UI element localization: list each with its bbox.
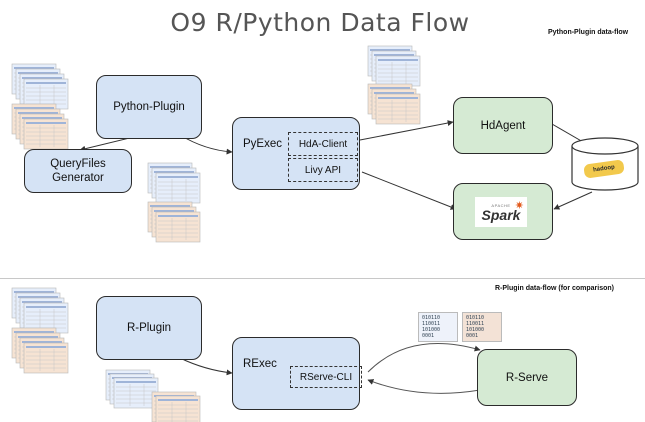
- arrow-livy-to-spark: [361, 171, 457, 210]
- spark-apache-text: APACHE: [491, 202, 511, 208]
- python-plugin-node[interactable]: Python-Plugin: [96, 75, 202, 139]
- sheet-stack-hdagent-blue: [367, 45, 421, 87]
- spark-logo: APACHE Spark ✷: [475, 197, 527, 227]
- pyexec-node[interactable]: PyExec: [232, 117, 360, 190]
- spark-logo-text: Spark: [481, 206, 521, 223]
- hdagent-label: HdAgent: [480, 119, 526, 132]
- sheet-stack-rexec-blue: [105, 369, 159, 409]
- r-dataflow-caption: R-Plugin data-flow (for comparison): [495, 285, 614, 292]
- hadoop-database-icon: [571, 137, 639, 191]
- rexec-label: RExec: [243, 358, 277, 370]
- hdagent-node[interactable]: HdAgent: [453, 97, 553, 154]
- sheet-stack-r-blue: [11, 287, 69, 334]
- rexec-node[interactable]: RExec: [232, 337, 360, 410]
- diagram-title: O9 R/Python Data Flow: [170, 8, 470, 37]
- queryfiles-label-line1: QueryFiles: [50, 157, 106, 170]
- spark-star-icon: ✷: [514, 200, 524, 212]
- r-plugin-node[interactable]: R-Plugin: [96, 296, 202, 360]
- arrow-rserve-to-rservecli: [367, 379, 481, 394]
- section-divider: [0, 278, 645, 279]
- python-dataflow-caption: Python-Plugin data-flow: [548, 29, 629, 36]
- queryfiles-generator-node[interactable]: QueryFiles Generator: [24, 149, 132, 193]
- sheet-stack-rexec-orange: [151, 391, 201, 422]
- livy-api-box[interactable]: Livy API: [288, 158, 358, 182]
- sheet-stack-query-blue: [147, 162, 201, 204]
- sheet-stack-python-orange: [11, 103, 69, 150]
- arrow-hadoop-to-spark: [553, 191, 593, 210]
- r-serve-label: R-Serve: [505, 371, 549, 384]
- rserve-cli-label: RServe-CLI: [299, 371, 353, 383]
- sheet-stack-r-orange: [11, 327, 69, 374]
- arrow-rservecli-to-rserve: [367, 343, 481, 373]
- sheet-stack-query-orange: [147, 201, 201, 243]
- pyexec-label: PyExec: [243, 138, 282, 150]
- arrow-hdaclient-to-hdagent: [359, 120, 454, 141]
- sheet-stack-hdagent-orange: [367, 83, 421, 125]
- hda-client-box[interactable]: HdA-Client: [288, 132, 358, 156]
- hda-client-label: HdA-Client: [298, 138, 348, 150]
- r-serve-node[interactable]: R-Serve: [477, 349, 577, 406]
- hadoop-logo-text: hadoop: [592, 164, 616, 174]
- rserve-cli-box[interactable]: RServe-CLI: [290, 366, 362, 388]
- sheet-stack-python-blue: [11, 63, 69, 110]
- livy-api-label: Livy API: [304, 164, 342, 176]
- queryfiles-label-line2: Generator: [52, 172, 104, 184]
- r-plugin-label: R-Plugin: [126, 322, 172, 334]
- arrow-rplugin-to-rexec: [179, 357, 233, 376]
- python-plugin-label: Python-Plugin: [113, 101, 185, 113]
